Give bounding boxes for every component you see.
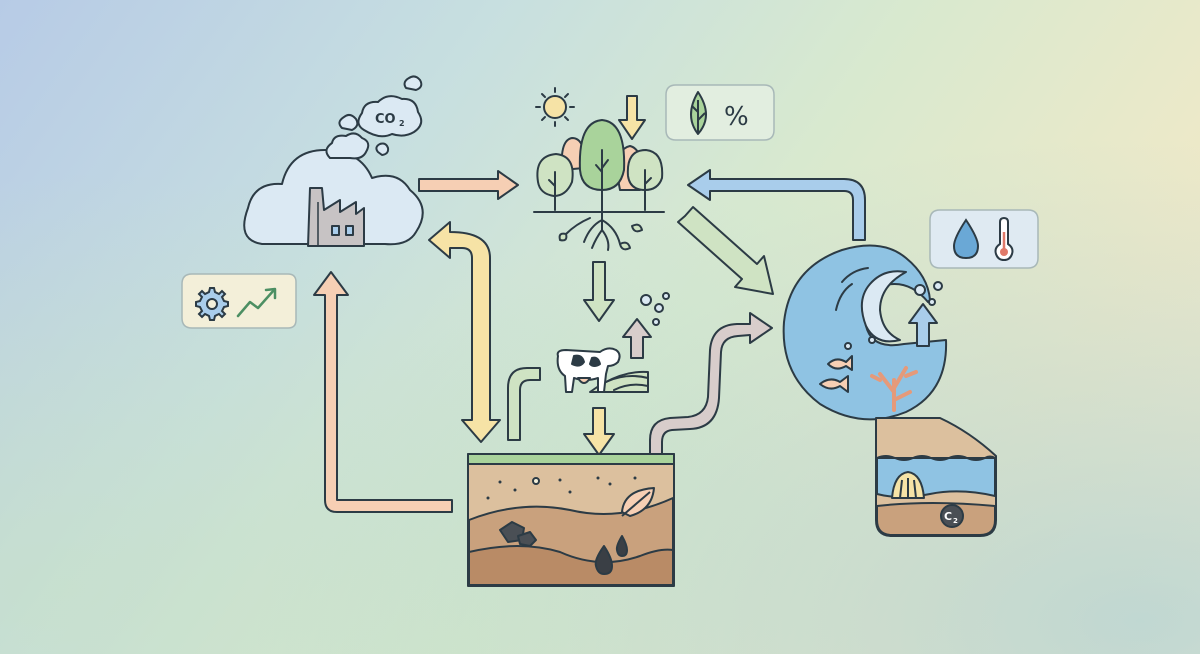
ocean-sediment-node (875, 417, 997, 537)
carbon-subscript: 2 (953, 517, 958, 525)
arrow-industry-soil-exchange (428, 221, 501, 443)
gear-icon (195, 287, 229, 321)
cow-spot (589, 356, 601, 367)
factory-window-1 (331, 225, 340, 236)
fish-icon-2 (819, 375, 849, 393)
smoke-puff-2 (338, 113, 359, 131)
oil-drop-icon-small (615, 535, 628, 557)
grass-layer (467, 453, 675, 465)
ocean-node (782, 244, 948, 421)
co2-subscript: 2 (399, 119, 405, 128)
co2-cloud (357, 95, 423, 138)
arrow-industry-to-forest (418, 170, 519, 200)
percent-icon: % (724, 102, 749, 132)
bubble (662, 292, 670, 300)
trend-up-icon (236, 287, 277, 318)
arrow-soil-to-industry (313, 271, 453, 513)
carbon-deposit-icon (940, 504, 964, 528)
bubble (914, 284, 926, 296)
atmosphere-industry-node (243, 75, 424, 247)
tree-roots (565, 211, 621, 251)
bubble (928, 298, 936, 306)
co2-label: CO (375, 112, 396, 127)
bubble (933, 281, 943, 291)
factory-window-2 (345, 225, 354, 236)
arrow-livestock-to-soil (507, 367, 541, 441)
coral-icon (870, 366, 918, 412)
sun-icon (535, 87, 575, 127)
arrow-livestock-emission (622, 318, 652, 359)
oil-drop-icon (594, 545, 613, 575)
smoke-puff-4 (375, 142, 390, 156)
bubble (868, 336, 876, 344)
arrow-ocean-to-forest (687, 169, 866, 241)
arrow-soil-to-ocean (649, 312, 773, 476)
cow-spot (571, 354, 585, 367)
coal-icon-small (517, 531, 537, 547)
forest-indicator-badge (665, 84, 775, 141)
thermometer-icon (994, 216, 1014, 262)
root-leaf-2 (619, 241, 631, 251)
smoke-puff-1 (325, 132, 370, 160)
pebble (532, 477, 540, 485)
leaf-icon (690, 91, 707, 135)
arrow-forest-to-ocean (677, 206, 774, 295)
bubble (844, 342, 852, 350)
carbon-label: C (944, 510, 952, 523)
bubble (652, 318, 660, 326)
bubble (640, 294, 652, 306)
sunlight-arrow (618, 95, 646, 140)
root-leaf-1 (558, 232, 568, 242)
root-leaf-3 (631, 223, 643, 233)
wave-curl (860, 270, 907, 343)
smoke-puff-3 (403, 75, 423, 91)
livestock-node (556, 292, 670, 393)
industry-indicator-badge (181, 273, 297, 329)
fish-icon (827, 355, 853, 371)
soil-particles (486, 476, 637, 500)
water-drop-icon (952, 218, 980, 260)
soil-node (467, 453, 675, 587)
sediment-deep (876, 502, 996, 536)
arrow-livestock-down (583, 407, 615, 456)
arrow-forest-to-livestock (583, 261, 615, 322)
ocean-outgassing-arrow (908, 303, 938, 347)
cow-udder (577, 377, 591, 384)
bubble (654, 303, 664, 313)
ocean-indicator-badge (929, 209, 1039, 269)
forest-node (533, 87, 665, 251)
